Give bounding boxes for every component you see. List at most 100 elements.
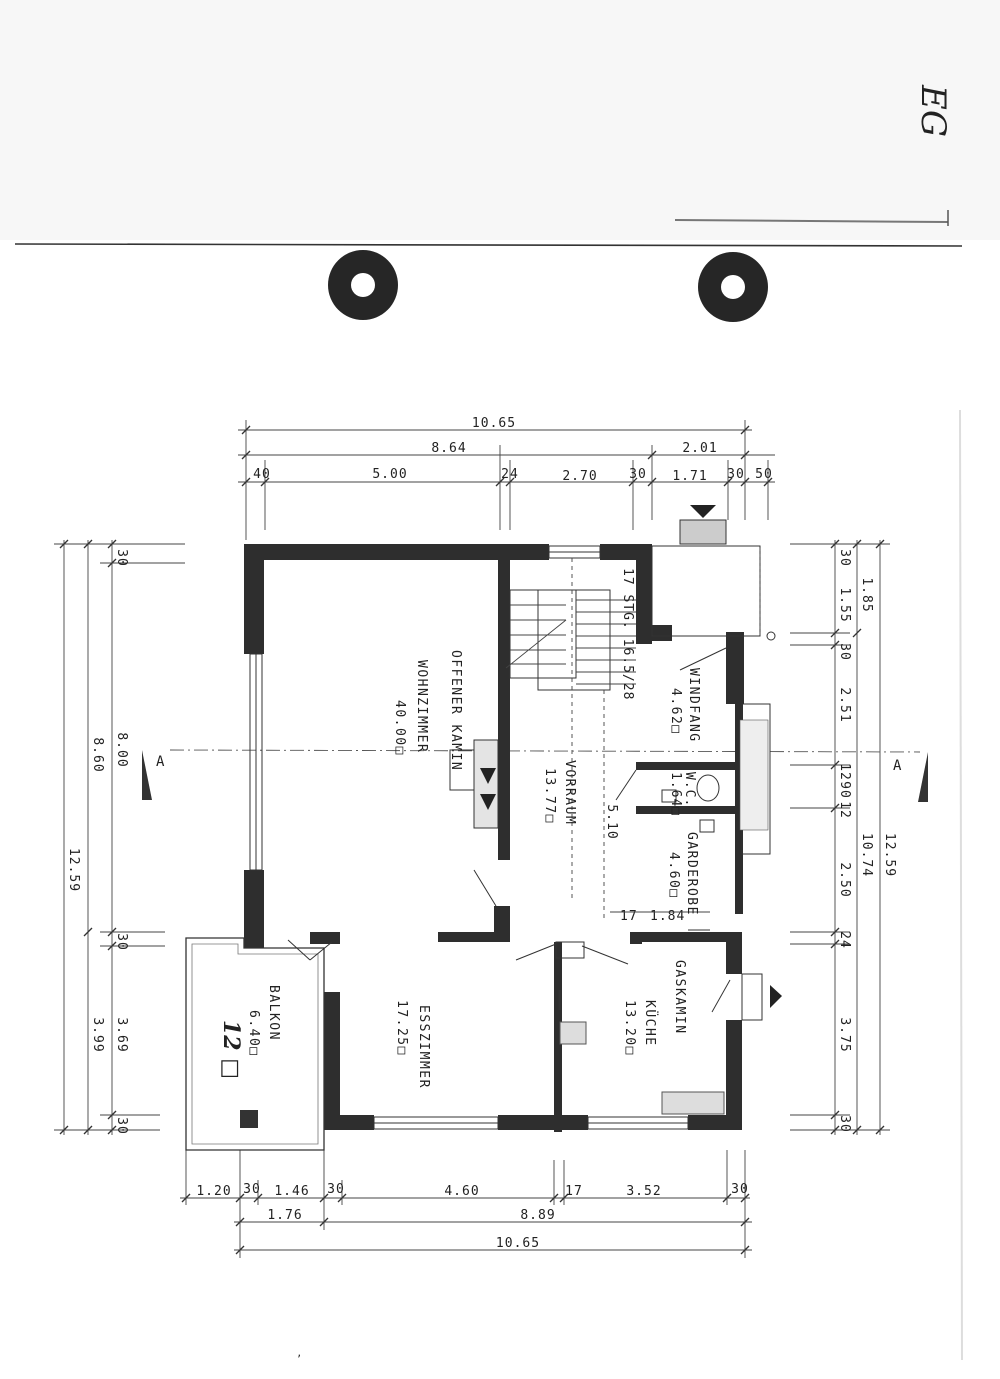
handwritten-area: 12 □ xyxy=(218,1020,244,1079)
section-marker-right: A xyxy=(893,752,928,802)
dim-left-sub: 8.60 xyxy=(90,737,105,772)
room-esszimmer: ESSZIMMER 17.25□ xyxy=(394,1000,431,1089)
kitchen-exit-arrow-icon xyxy=(770,985,782,1008)
room-area: 40.00□ xyxy=(392,700,407,756)
dim-right-seg: 30 xyxy=(837,1115,852,1133)
paper-fold-line xyxy=(674,219,949,223)
room-name: VORRAUM xyxy=(562,760,577,825)
dim-right-seg: 12 xyxy=(837,801,852,819)
room-name: GARDEROBE xyxy=(684,832,699,916)
room-area: 6.40□ xyxy=(246,1010,261,1057)
fireplace xyxy=(449,739,499,829)
room-name: KÜCHE xyxy=(642,1000,659,1047)
dim-bottom-seg: 30 xyxy=(327,1182,345,1197)
dim-right-seg: 30 xyxy=(837,643,852,661)
entrance-arrow-icon xyxy=(690,505,716,518)
wc-fixtures xyxy=(661,719,769,833)
entrance-landing xyxy=(651,505,776,641)
section-cut-line xyxy=(169,749,921,753)
dimension-bottom: 1.20 30 1.46 30 4.60 17 3.52 30 1.76 8.8… xyxy=(180,1150,752,1258)
sheet-top-rule xyxy=(14,243,963,247)
stairs-label: 17 STG. 16.5/28 xyxy=(620,568,635,700)
dim-inner-a: 17 xyxy=(620,909,638,924)
dim-top-seg: 50 xyxy=(755,467,773,482)
dim-right-seg: 2.51 xyxy=(837,687,852,722)
dim-left-s2: 30 xyxy=(114,933,129,951)
stairs-width: 5.10 xyxy=(604,804,619,839)
dimension-left: 12.59 8.60 8.00 30 30 3.99 3.69 30 xyxy=(54,539,185,1135)
dim-bottom-seg: 1.20 xyxy=(196,1184,231,1199)
dim-inner-b: 1.84 xyxy=(650,909,685,924)
room-vorraum: VORRAUM 13.77□ xyxy=(542,760,577,825)
dim-bottom-total: 10.65 xyxy=(496,1236,540,1251)
dim-right-seg: 1.55 xyxy=(837,587,852,622)
punch-hole-left xyxy=(328,250,398,320)
dim-bottom-seg: 3.52 xyxy=(626,1184,661,1199)
dimension-top: 10.65 8.64 2.01 40 5.00 24 2.70 30 1.71 … xyxy=(238,416,775,540)
dim-top-seg: 1.71 xyxy=(672,469,707,484)
dim-left-s3: 3.99 xyxy=(90,1017,105,1052)
dim-top-seg: 40 xyxy=(253,467,271,482)
dim-right-sub: 10.74 xyxy=(859,833,874,877)
section-label: A xyxy=(893,758,902,774)
punch-hole-right xyxy=(698,252,768,322)
dim-top-seg: 24 xyxy=(501,467,519,482)
dim-right-seg: 12 xyxy=(837,763,852,781)
dim-top-seg: 2.70 xyxy=(562,469,597,484)
room-area: 1.64□ xyxy=(668,772,683,816)
room-name: OFFENER KAMIN xyxy=(448,650,463,771)
room-name: ESSZIMMER xyxy=(416,1005,431,1089)
room-wohnzimmer: WOHNZIMMER 40.00□ xyxy=(392,660,429,756)
room-name: WOHNZIMMER xyxy=(414,660,429,753)
room-garderobe: GARDEROBE 4.60□ xyxy=(666,832,699,916)
dim-left-s5: 30 xyxy=(114,1117,129,1135)
dim-top-seg: 30 xyxy=(629,467,647,482)
room-balkon: BALKON 6.40□ 12 □ xyxy=(218,985,281,1079)
dim-right-seg: 90 xyxy=(837,781,852,799)
dim-right-seg: 1.85 xyxy=(859,577,874,612)
walls xyxy=(244,544,744,1132)
dim-bottom-seg: 1.46 xyxy=(274,1184,309,1199)
room-wc: W.C. 1.64□ xyxy=(668,772,697,816)
dim-top-seg: 5.00 xyxy=(372,467,407,482)
room-note: GASKAMIN xyxy=(672,960,687,1035)
page-edge xyxy=(959,409,963,1361)
room-kueche: GASKAMIN KÜCHE 13.20□ xyxy=(622,960,687,1056)
dimension-right: 30 1.55 1.85 30 2.51 12 90 12 2.50 24 3.… xyxy=(790,539,897,1135)
dim-right-total: 12.59 xyxy=(882,833,897,877)
dim-bottom-seg: 30 xyxy=(731,1182,749,1197)
room-name: W.C. xyxy=(682,772,697,807)
dim-top-sub2: 2.01 xyxy=(682,441,717,456)
dim-bottom-b2a: 1.76 xyxy=(267,1208,302,1223)
dim-top-total: 10.65 xyxy=(472,416,516,431)
dim-bottom-seg: 30 xyxy=(243,1182,261,1197)
dim-bottom-seg: 4.60 xyxy=(444,1184,479,1199)
paper-header-band xyxy=(0,0,1000,240)
dim-right-seg: 30 xyxy=(837,549,852,567)
dim-bottom-b2b: 8.89 xyxy=(520,1208,555,1223)
dim-top-sub1: 8.64 xyxy=(431,441,466,456)
room-name: WINDFANG xyxy=(686,668,701,743)
room-area: 17.25□ xyxy=(394,1000,409,1056)
room-area: 4.60□ xyxy=(666,852,681,899)
dim-left-s4: 3.69 xyxy=(114,1017,129,1052)
room-kamin: OFFENER KAMIN xyxy=(448,650,463,771)
dim-left-s1: 30 xyxy=(114,549,129,567)
dim-right-seg: 3.75 xyxy=(837,1017,852,1052)
kitchen-fixtures xyxy=(559,1021,725,1115)
corner-note: EG xyxy=(913,84,953,137)
dim-right-seg: 2.50 xyxy=(837,862,852,897)
room-area: 4.62□ xyxy=(668,688,683,735)
doors xyxy=(287,647,731,1013)
dim-left-mid: 8.00 xyxy=(114,732,129,767)
room-windfang: WINDFANG 4.62□ xyxy=(668,668,701,743)
dim-top-seg: 30 xyxy=(727,467,745,482)
scan-speck: ʼ xyxy=(296,1353,302,1365)
section-marker-left: A xyxy=(142,750,165,800)
room-area: 13.77□ xyxy=(542,768,557,824)
staircase: 17 STG. 16.5/28 5.10 xyxy=(505,558,636,920)
room-area: 13.20□ xyxy=(622,1000,637,1056)
section-label: A xyxy=(156,754,165,770)
